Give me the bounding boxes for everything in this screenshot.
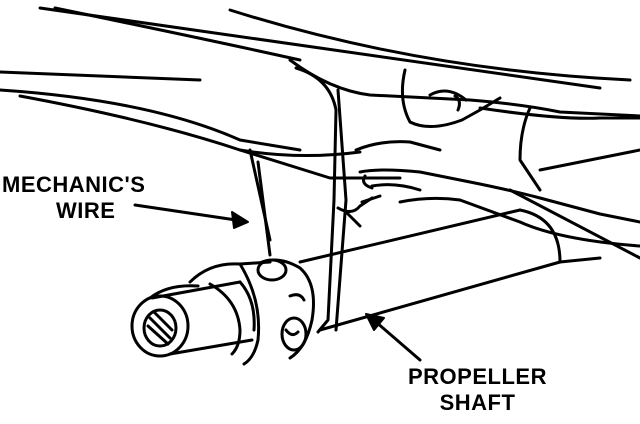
mechanics-wire-label-line2: WIRE bbox=[56, 198, 116, 223]
callout-leaders bbox=[133, 203, 422, 362]
crossmember bbox=[18, 68, 640, 260]
slip-yoke bbox=[130, 280, 256, 358]
universal-joint bbox=[148, 258, 315, 366]
hand bbox=[354, 140, 640, 248]
propeller-shaft-label-line2: SHAFT bbox=[439, 390, 516, 415]
shaft-leader-line bbox=[374, 320, 422, 362]
propeller-shaft-tube bbox=[298, 208, 602, 332]
mechanics-wire-label-line1: MECHANIC'S bbox=[2, 172, 146, 197]
propeller-shaft-label: PROPELLER SHAFT bbox=[408, 364, 547, 416]
shaft-leader-arrowhead bbox=[365, 313, 385, 331]
propeller-shaft-label-line1: PROPELLER bbox=[408, 364, 547, 389]
mechanics-wire bbox=[256, 66, 382, 334]
wire-leader-arrowhead bbox=[231, 211, 249, 229]
mechanics-wire-label: MECHANIC'S WIRE bbox=[2, 172, 145, 224]
wire-leader-line bbox=[133, 203, 238, 222]
